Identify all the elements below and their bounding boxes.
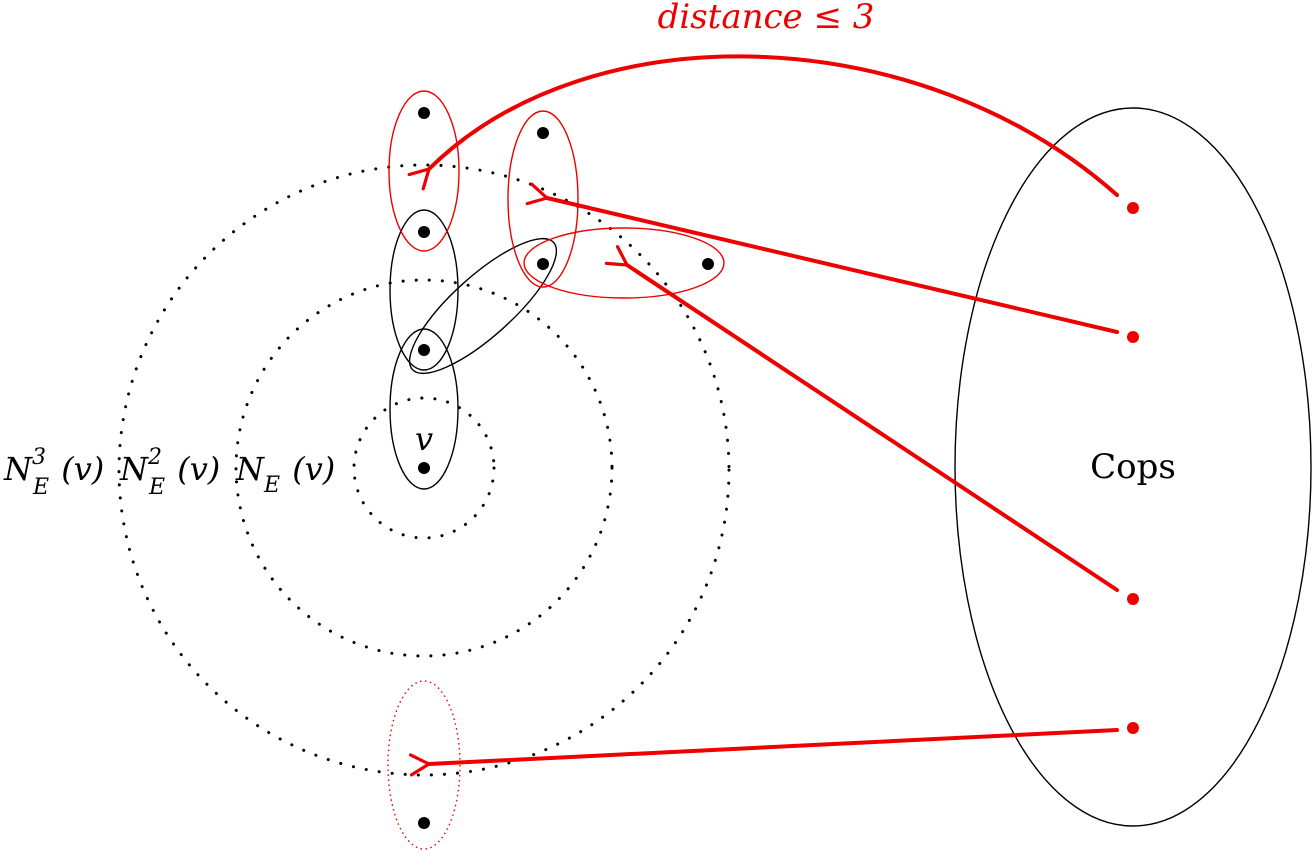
cop-vertex bbox=[1127, 722, 1139, 734]
cop-vertex bbox=[1127, 202, 1139, 214]
hyperedges-black bbox=[389, 209, 558, 490]
cops-label: Cops bbox=[1090, 447, 1176, 487]
cop-vertex bbox=[1127, 593, 1139, 605]
edge-n1-diagonal bbox=[408, 237, 558, 375]
arrow-to-top-middle-edge bbox=[525, 182, 1119, 334]
label-n1: NE (v) bbox=[235, 450, 335, 498]
vertex bbox=[418, 817, 430, 829]
arrow-curved-to-top-edge bbox=[407, 54, 1119, 197]
ring-n2 bbox=[234, 278, 614, 658]
vertex bbox=[418, 226, 430, 238]
edge-n1-to-n2 bbox=[389, 209, 459, 371]
red-edge-top-left bbox=[388, 90, 460, 252]
hyperedges-red bbox=[387, 90, 725, 850]
distance-label: distance ≤ 3 bbox=[658, 0, 875, 37]
vertex bbox=[418, 107, 430, 119]
red-edge-top-middle bbox=[507, 110, 579, 288]
cops-set: Cops bbox=[954, 107, 1312, 827]
cop-vertex bbox=[1127, 331, 1139, 343]
red-edge-horizontal bbox=[523, 227, 725, 299]
vertex bbox=[702, 258, 714, 270]
vertex bbox=[418, 344, 430, 356]
cops-ellipse bbox=[954, 107, 1312, 827]
vertex-v bbox=[418, 462, 430, 474]
ring-n1 bbox=[352, 396, 496, 540]
vertex bbox=[537, 127, 549, 139]
vertex bbox=[537, 258, 549, 270]
graph-vertices bbox=[418, 107, 714, 829]
red-edge-bottom-dotted bbox=[387, 680, 461, 850]
arrow-to-horizontal-edge bbox=[604, 245, 1119, 592]
edge-v-to-n1 bbox=[389, 328, 459, 490]
arrow-to-bottom-edge bbox=[408, 728, 1119, 777]
cop-arrows bbox=[407, 54, 1119, 777]
vertex-v-label: v bbox=[415, 420, 433, 458]
neighborhood-rings bbox=[117, 163, 731, 777]
ring-n3 bbox=[117, 163, 731, 777]
